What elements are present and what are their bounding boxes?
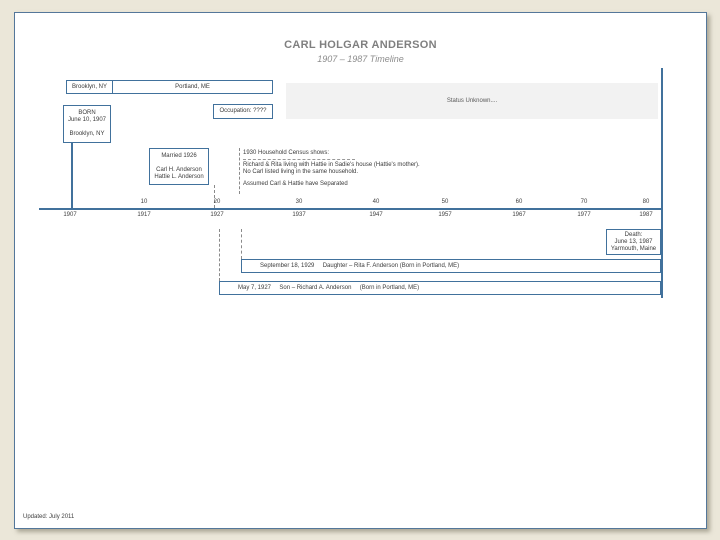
census-line-2: Richard & Rita living with Hattie in Sad… — [243, 162, 420, 168]
census-line-1: 1930 Household Census shows: — [243, 150, 330, 156]
decade-label: 20 — [213, 199, 221, 205]
year-label: 1987 — [639, 212, 653, 218]
residence-bar: Brooklyn, NY Portland, ME — [66, 80, 273, 94]
son-event-bar: May 7, 1927 Son – Richard A. Anderson (B… — [219, 281, 661, 295]
year-label: 1907 — [63, 212, 77, 218]
year-label: 1947 — [369, 212, 383, 218]
married-wife: Hattie L. Anderson — [154, 173, 204, 180]
death-date: June 13, 1987 — [614, 238, 653, 245]
married-box: Married 1926 Carl H. Anderson Hattie L. … — [149, 148, 209, 185]
decade-label: 40 — [372, 199, 380, 205]
timeline-axis — [39, 208, 663, 210]
decade-label: 30 — [295, 199, 303, 205]
year-label: 1927 — [210, 212, 224, 218]
year-label: 1957 — [438, 212, 452, 218]
married-husband: Carl H. Anderson — [156, 166, 202, 173]
timeline-end-line — [661, 68, 663, 298]
born-connector-line — [71, 143, 73, 208]
decade-label: 70 — [580, 199, 588, 205]
updated-note: Updated: July 2011 — [23, 514, 75, 520]
son-event-label: May 7, 1927 Son – Richard A. Anderson (B… — [238, 285, 420, 291]
year-label: 1977 — [577, 212, 591, 218]
son-connector-line — [219, 229, 220, 281]
born-date: June 10, 1907 — [67, 117, 107, 123]
status-unknown-band: Status Unknown.... — [286, 83, 658, 119]
census-connector-line — [239, 148, 240, 194]
residence-segment-portland: Portland, ME — [112, 81, 272, 93]
residence-segment-brooklyn: Brooklyn, NY — [71, 84, 107, 90]
occupation-label: Occupation: ???? — [219, 108, 267, 114]
death-title: Death: — [624, 231, 643, 238]
daughter-connector-line — [241, 229, 242, 259]
married-title: Married 1926 — [161, 152, 197, 159]
census-line-4: Assumed Carl & Hattie have Separated — [243, 181, 348, 187]
born-place: Brooklyn, NY — [69, 131, 105, 137]
daughter-event-bar: September 18, 1929 Daughter – Rita F. An… — [241, 259, 661, 273]
census-line-3: No Carl listed living in the same househ… — [243, 169, 359, 175]
year-label: 1917 — [137, 212, 151, 218]
year-label: 1937 — [292, 212, 306, 218]
occupation-box: Occupation: ???? — [213, 104, 273, 119]
decade-label: 80 — [642, 199, 650, 205]
census-note: 1930 Household Census shows: Richard & R… — [243, 150, 473, 188]
page-subtitle: 1907 – 1987 Timeline — [317, 54, 404, 64]
status-label: Status Unknown.... — [446, 98, 498, 104]
decade-label: 60 — [515, 199, 523, 205]
page-title: CARL HOLGAR ANDERSON — [284, 39, 437, 51]
year-label: 1967 — [512, 212, 526, 218]
daughter-event-label: September 18, 1929 Daughter – Rita F. An… — [260, 263, 460, 269]
timeline-page: CARL HOLGAR ANDERSON 1907 – 1987 Timelin… — [14, 12, 707, 529]
death-box: Death: June 13, 1987 Yarmouth, Maine — [606, 229, 661, 255]
death-place: Yarmouth, Maine — [610, 245, 657, 252]
decade-label: 50 — [441, 199, 449, 205]
decade-label: 10 — [140, 199, 148, 205]
married-connector-line — [214, 185, 215, 208]
born-box: BORN June 10, 1907 Brooklyn, NY — [63, 105, 111, 143]
census-divider — [243, 159, 355, 160]
born-title: BORN — [78, 110, 96, 116]
